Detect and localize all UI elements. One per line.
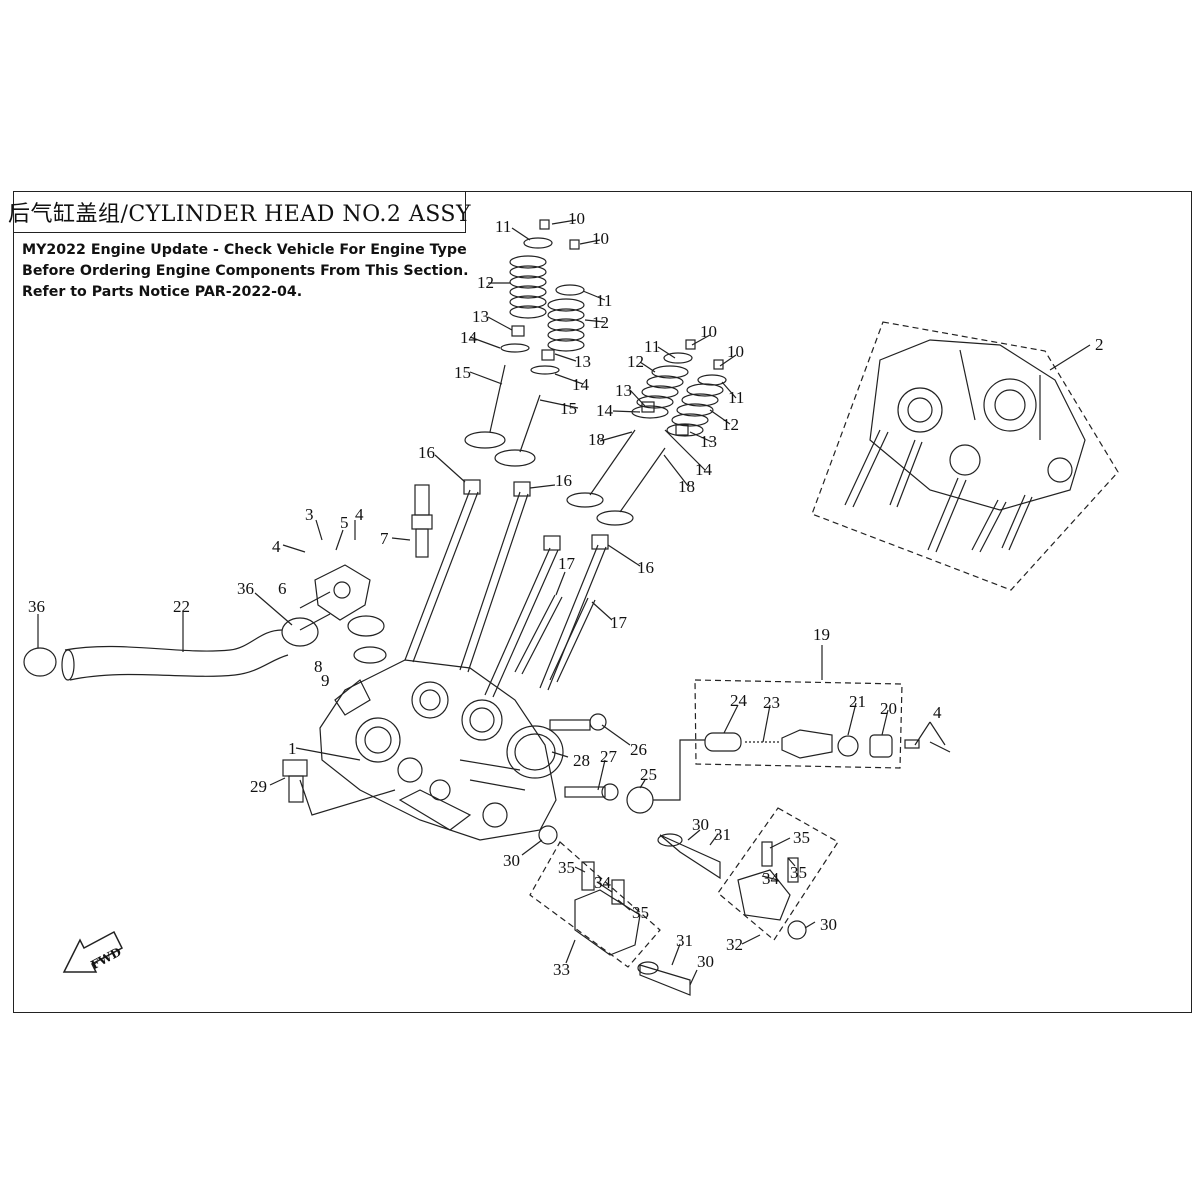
callout-32: 32 bbox=[726, 935, 743, 954]
spark-plug bbox=[411, 484, 433, 558]
callout-33: 33 bbox=[553, 960, 570, 979]
callout-35: 35 bbox=[793, 828, 810, 847]
callout-13: 13 bbox=[700, 432, 717, 451]
callout-12: 12 bbox=[477, 273, 494, 292]
callout-36: 36 bbox=[237, 579, 254, 598]
cylinder-head-body bbox=[319, 659, 557, 841]
callout-26: 26 bbox=[630, 740, 647, 759]
callout-12: 12 bbox=[592, 313, 609, 332]
cam-holders bbox=[538, 825, 807, 996]
leader-lines bbox=[37, 219, 1091, 986]
callout-30: 30 bbox=[503, 851, 520, 870]
callout-30: 30 bbox=[697, 952, 714, 971]
callout-labels: 1 2 3 4 4 4 5 6 7 8 9 10 10 10 10 11 11 … bbox=[28, 209, 1104, 979]
callout-13: 13 bbox=[472, 307, 489, 326]
callout-17: 17 bbox=[610, 613, 628, 632]
callout-35: 35 bbox=[632, 903, 649, 922]
callout-14: 14 bbox=[460, 328, 478, 347]
valve-springs bbox=[500, 219, 727, 437]
callout-4: 4 bbox=[272, 537, 281, 556]
callout-14: 14 bbox=[572, 375, 590, 394]
callout-23: 23 bbox=[763, 693, 780, 712]
callout-30: 30 bbox=[692, 815, 709, 834]
callout-36: 36 bbox=[28, 597, 45, 616]
callout-35: 35 bbox=[558, 858, 575, 877]
callout-31: 31 bbox=[714, 825, 731, 844]
callout-15: 15 bbox=[560, 399, 577, 418]
callout-1: 1 bbox=[288, 739, 297, 758]
callout-16: 16 bbox=[555, 471, 572, 490]
diagram-title: 后气缸盖组/CYLINDER HEAD NO.2 ASSY bbox=[8, 202, 471, 227]
callout-30: 30 bbox=[820, 915, 837, 934]
assembly-2-outline bbox=[811, 321, 1119, 591]
assembled-head-view bbox=[844, 339, 1086, 553]
callout-13: 13 bbox=[615, 381, 632, 400]
callout-8: 8 bbox=[314, 657, 323, 676]
callout-29: 29 bbox=[250, 777, 267, 796]
callout-21: 21 bbox=[849, 692, 866, 711]
group-33-outline bbox=[529, 841, 661, 968]
temperature-sensor bbox=[282, 759, 396, 816]
diagram-frame bbox=[13, 191, 1192, 1013]
callout-10: 10 bbox=[700, 322, 717, 341]
head-bolts bbox=[404, 479, 609, 698]
callout-11: 11 bbox=[495, 217, 511, 236]
callout-22: 22 bbox=[173, 597, 190, 616]
coolant-hose-assembly bbox=[23, 564, 387, 681]
callout-2: 2 bbox=[1095, 335, 1104, 354]
callout-10: 10 bbox=[727, 342, 744, 361]
update-notice: MY2022 Engine Update - Check Vehicle For… bbox=[22, 240, 482, 303]
notice-line-1: MY2022 Engine Update - Check Vehicle For… bbox=[22, 242, 467, 258]
callout-34: 34 bbox=[762, 869, 780, 888]
callout-16: 16 bbox=[637, 558, 654, 577]
callout-3: 3 bbox=[305, 505, 314, 524]
callout-17: 17 bbox=[558, 554, 576, 573]
callout-35: 35 bbox=[790, 863, 807, 882]
tensioner-assembly bbox=[506, 713, 951, 814]
callout-12: 12 bbox=[722, 415, 739, 434]
callout-15: 15 bbox=[454, 363, 471, 382]
callout-27: 27 bbox=[600, 747, 618, 766]
callout-9: 9 bbox=[321, 671, 330, 690]
callout-13: 13 bbox=[574, 352, 591, 371]
callout-14: 14 bbox=[695, 460, 713, 479]
group-19-outline bbox=[694, 679, 903, 769]
group-32-outline bbox=[717, 807, 839, 941]
callout-4: 4 bbox=[933, 703, 942, 722]
callout-6: 6 bbox=[278, 579, 287, 598]
callout-12: 12 bbox=[627, 352, 644, 371]
callout-10: 10 bbox=[568, 209, 585, 228]
callout-19: 19 bbox=[813, 625, 830, 644]
callout-11: 11 bbox=[644, 337, 660, 356]
callout-11: 11 bbox=[596, 291, 612, 310]
callout-25: 25 bbox=[640, 765, 657, 784]
notice-line-2: Before Ordering Engine Components From T… bbox=[22, 263, 469, 279]
callout-24: 24 bbox=[730, 691, 748, 710]
callout-18: 18 bbox=[588, 430, 605, 449]
callout-11: 11 bbox=[728, 388, 744, 407]
notice-line-3: Refer to Parts Notice PAR-2022-04. bbox=[22, 284, 303, 300]
callout-10: 10 bbox=[592, 229, 609, 248]
callout-16: 16 bbox=[418, 443, 435, 462]
callout-18: 18 bbox=[678, 477, 695, 496]
callout-34: 34 bbox=[594, 873, 612, 892]
callout-5: 5 bbox=[340, 513, 349, 532]
callout-4: 4 bbox=[355, 505, 364, 524]
callout-31: 31 bbox=[676, 931, 693, 950]
forward-direction-arrow: FWD bbox=[62, 930, 124, 973]
callout-20: 20 bbox=[880, 699, 897, 718]
valves bbox=[464, 364, 666, 526]
callout-7: 7 bbox=[380, 529, 389, 548]
title-box: 后气缸盖组/CYLINDER HEAD NO.2 ASSY bbox=[8, 191, 471, 233]
callout-28: 28 bbox=[573, 751, 590, 770]
callout-14: 14 bbox=[596, 401, 614, 420]
